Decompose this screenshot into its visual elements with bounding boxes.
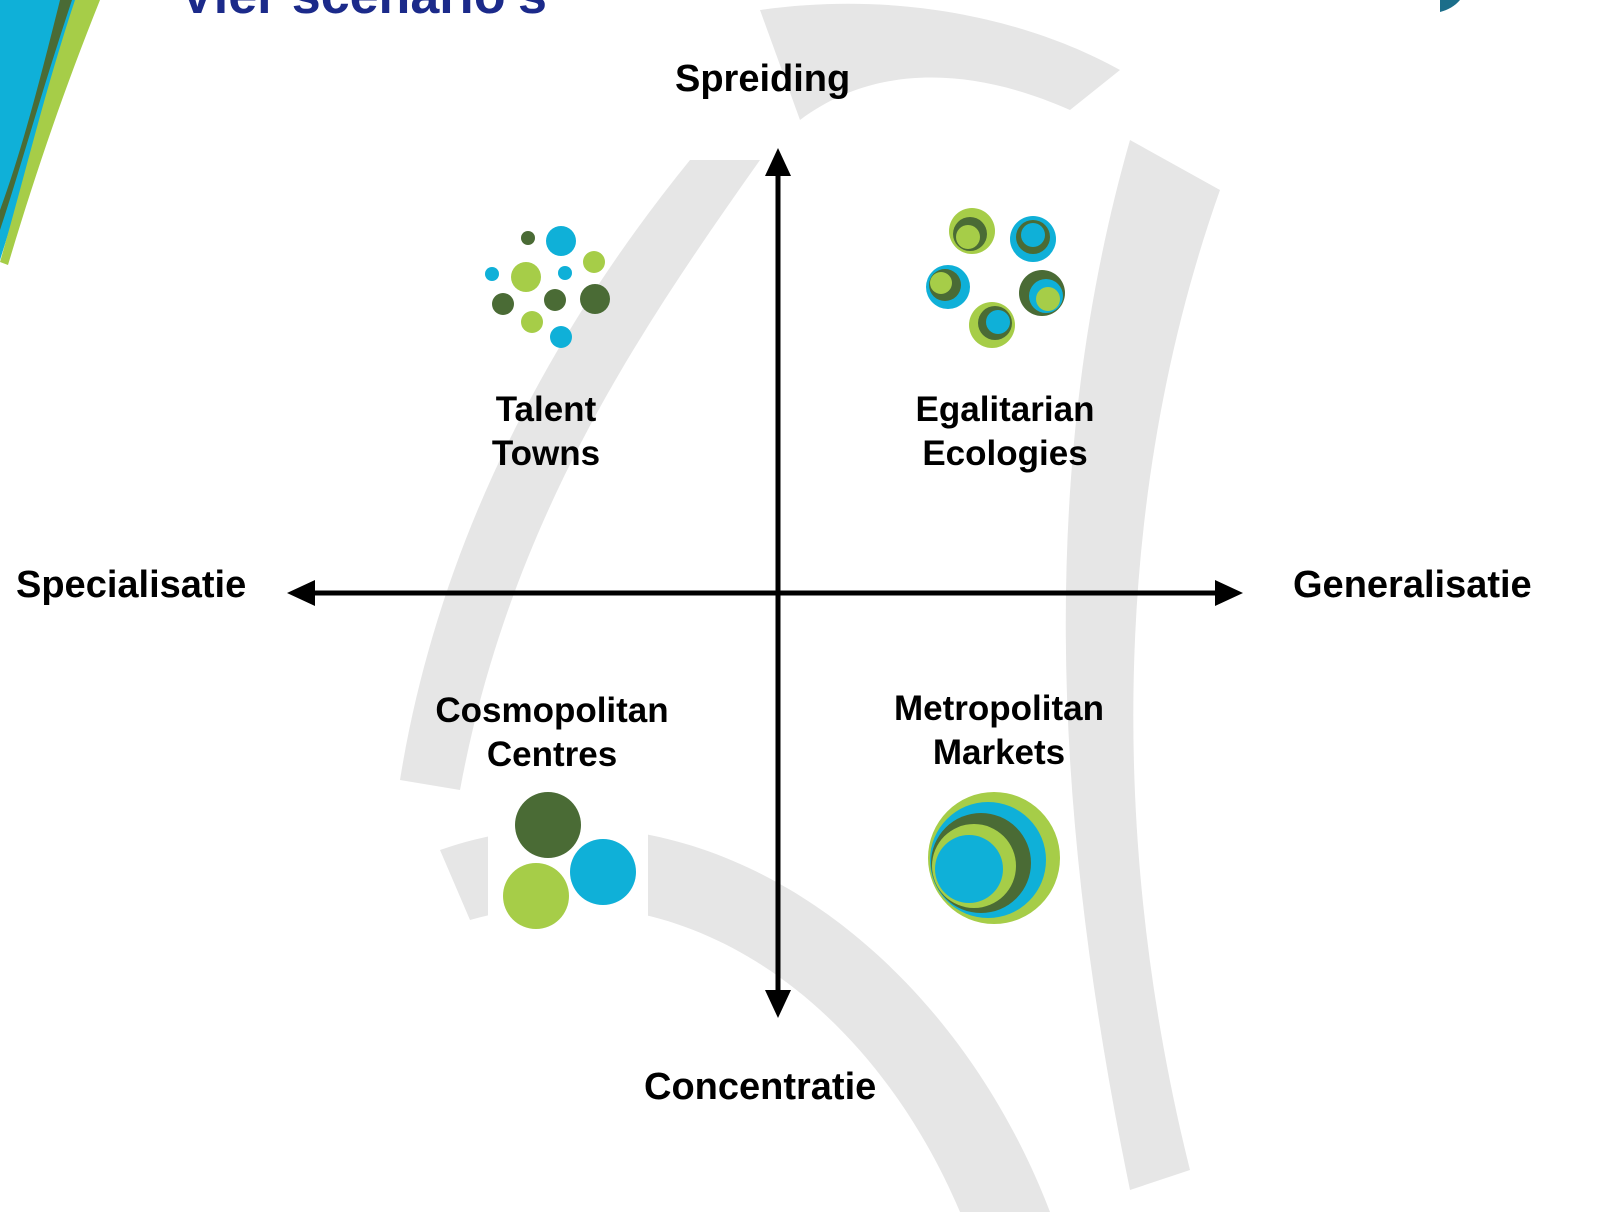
three-circles-icon — [488, 785, 648, 935]
scenario-line1: Talent — [495, 390, 597, 429]
corner-accent-left-green — [0, 0, 100, 265]
scenario-line2: Towns — [491, 434, 601, 473]
swoosh-upper-arc — [760, 3, 1120, 120]
scenario-line1: Metropolitan — [894, 689, 1104, 728]
scenario-line1: Egalitarian — [915, 390, 1095, 429]
ring-cluster-icon — [926, 208, 1065, 348]
arrow-down — [765, 990, 791, 1018]
scenario-line2: Ecologies — [922, 434, 1088, 473]
corner-accent-right — [1440, 0, 1460, 12]
scattered-dots-icon — [485, 226, 610, 348]
axis-label-left: Specialisatie — [16, 564, 247, 606]
slide-title: Vier scenario's — [180, 0, 547, 22]
arrow-right — [1215, 580, 1243, 606]
scenario-label-egalitarian-ecologies: Egalitarian Ecologies — [835, 388, 1175, 476]
arrow-up — [765, 148, 791, 176]
axis-label-bottom: Concentratie — [644, 1066, 877, 1108]
swoosh-right-band — [1065, 140, 1220, 1190]
corner-accent-left — [0, 0, 95, 260]
scenario-label-talent-towns: Talent Towns — [376, 388, 716, 476]
axis-label-right: Generalisatie — [1293, 564, 1532, 606]
axis-label-top: Spreiding — [675, 58, 851, 100]
scenario-line2: Centres — [486, 735, 618, 774]
scenario-line1: Cosmopolitan — [435, 691, 669, 730]
scenario-label-metropolitan-markets: Metropolitan Markets — [829, 687, 1169, 775]
swoosh-left-band — [400, 160, 760, 790]
scenario-label-cosmopolitan-centres: Cosmopolitan Centres — [382, 689, 722, 777]
concentric-circles-icon — [918, 785, 1068, 931]
scenario-line2: Markets — [932, 733, 1066, 772]
corner-accent-left-dark — [0, 0, 72, 230]
arrow-left — [287, 580, 315, 606]
